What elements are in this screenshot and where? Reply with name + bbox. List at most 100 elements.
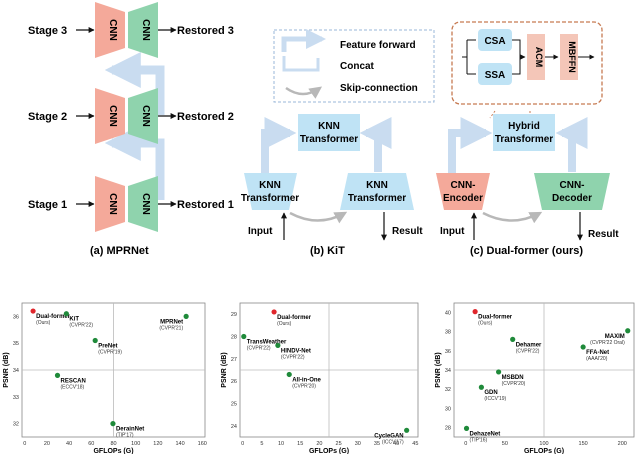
- x-tick-label: 15: [297, 441, 303, 447]
- stage-3-cnn-encoder: [95, 2, 125, 58]
- x-tick-label: 5: [260, 441, 263, 447]
- point-label: MPRNet: [160, 319, 183, 325]
- svg-text:Transformer: Transformer: [348, 193, 406, 204]
- acm-block: [527, 34, 545, 80]
- y-axis-label: PSNR (dB): [435, 352, 442, 387]
- data-point: [625, 328, 631, 334]
- x-tick-label: 0: [23, 441, 26, 447]
- point-sublabel: (CVPR'22 Oral): [590, 340, 625, 346]
- point-label: Dual-former: [277, 315, 312, 321]
- y-tick-label: 36: [13, 314, 19, 320]
- data-point: [404, 427, 410, 433]
- x-tick-label: 10: [278, 441, 284, 447]
- x-axis-label: GFLOPs (G): [524, 448, 564, 454]
- y-tick-label: 28: [445, 425, 451, 431]
- stage-1-cnn-decoder: [128, 176, 158, 232]
- mprnet-feedback-arrow-2: [104, 52, 165, 115]
- legend-skip-connection: Skip-connection: [340, 83, 418, 94]
- point-sublabel: (CVPR'20): [292, 383, 316, 389]
- data-point: [241, 333, 247, 340]
- point-sublabel: (ICCV'19): [484, 396, 506, 402]
- y-tick-label: 40: [445, 311, 451, 317]
- x-tick-label: 140: [175, 441, 184, 447]
- data-point: [92, 337, 98, 344]
- legend-feature-forward: Feature forward: [340, 40, 416, 51]
- point-label: DerainNet: [116, 427, 144, 433]
- point-label: GDN: [484, 390, 497, 396]
- svg-text:SSA: SSA: [485, 70, 506, 81]
- concat-icon: [282, 56, 320, 72]
- y-tick-label: 35: [13, 341, 19, 347]
- x-tick-label: 25: [336, 441, 342, 447]
- point-sublabel: (CVPR'22): [516, 348, 540, 354]
- point-label: MSBDN: [502, 375, 524, 381]
- point-sublabel: (Ours): [277, 321, 292, 327]
- x-tick-label: 160: [198, 441, 207, 447]
- y-tick-label: 32: [445, 387, 451, 393]
- data-point: [54, 372, 61, 378]
- y-tick-label: 34: [445, 368, 451, 374]
- dualformer-caption: (c) Dual-former (ours): [470, 245, 583, 257]
- y-tick-label: 34: [13, 368, 19, 374]
- kit-top-transformer: [298, 114, 360, 151]
- svg-text:CNN-: CNN-: [451, 180, 476, 191]
- point-label: MAXIM: [605, 334, 625, 340]
- y-tick-label: 28: [231, 335, 237, 341]
- data-point: [580, 344, 586, 350]
- x-tick-label: 80: [110, 441, 116, 447]
- x-tick-label: 150: [579, 441, 588, 447]
- svg-text:KNN: KNN: [366, 180, 388, 191]
- y-tick-label: 25: [231, 402, 237, 408]
- svg-text:Transformer: Transformer: [241, 193, 299, 204]
- legend-concat: Concat: [340, 61, 375, 72]
- svg-text:ACM: ACM: [534, 47, 544, 68]
- y-tick-label: 38: [445, 330, 451, 336]
- point-sublabel: (CVPR'20): [502, 381, 526, 387]
- data-point: [286, 371, 292, 378]
- x-tick-label: 120: [153, 441, 162, 447]
- svg-text:Hybrid: Hybrid: [508, 121, 540, 132]
- data-point: [463, 425, 470, 431]
- y-tick-label: 26: [231, 379, 237, 385]
- hybrid-transformer-block: [493, 114, 555, 151]
- stage-2-cnn-decoder: [128, 88, 158, 144]
- y-tick-label: 27: [231, 357, 237, 363]
- kit-right-transformer: [340, 173, 414, 210]
- point-sublabel: (CVPR'22): [69, 323, 93, 329]
- data-point: [472, 309, 478, 315]
- point-label: HINDV-Net: [281, 348, 311, 354]
- data-point: [183, 313, 189, 319]
- point-sublabel: (CVPR'22): [247, 346, 271, 352]
- x-tick-label: 30: [355, 441, 361, 447]
- mbffn-block: [560, 34, 578, 80]
- dualformer-input-label: Input: [440, 226, 465, 237]
- kit-caption: (b) KiT: [310, 245, 345, 257]
- svg-text:Encoder: Encoder: [443, 193, 483, 204]
- svg-text:CSA: CSA: [484, 36, 505, 47]
- stage-3-label: Stage 3: [28, 25, 67, 37]
- data-point: [271, 309, 277, 315]
- x-tick-label: 45: [412, 441, 418, 447]
- svg-text:Transformer: Transformer: [300, 134, 358, 145]
- y-axis-label: PSNR (dB): [221, 352, 228, 387]
- y-tick-label: 36: [445, 349, 451, 355]
- x-tick-label: 60: [88, 441, 94, 447]
- point-label: Dual-former: [478, 315, 513, 321]
- kit-input-label: Input: [248, 226, 273, 237]
- x-tick-label: 20: [316, 441, 322, 447]
- data-point: [478, 384, 484, 390]
- point-label: FFA-Net: [586, 350, 609, 356]
- data-point: [63, 311, 69, 317]
- mprnet-feedback-arrow-1: [104, 125, 165, 200]
- data-point: [110, 421, 116, 427]
- point-sublabel: (Ours): [478, 321, 493, 327]
- point-label: All-in-One: [292, 377, 321, 383]
- point-sublabel: (Ours): [36, 320, 51, 326]
- stage-1-label: Stage 1: [28, 199, 67, 211]
- data-point: [30, 308, 36, 314]
